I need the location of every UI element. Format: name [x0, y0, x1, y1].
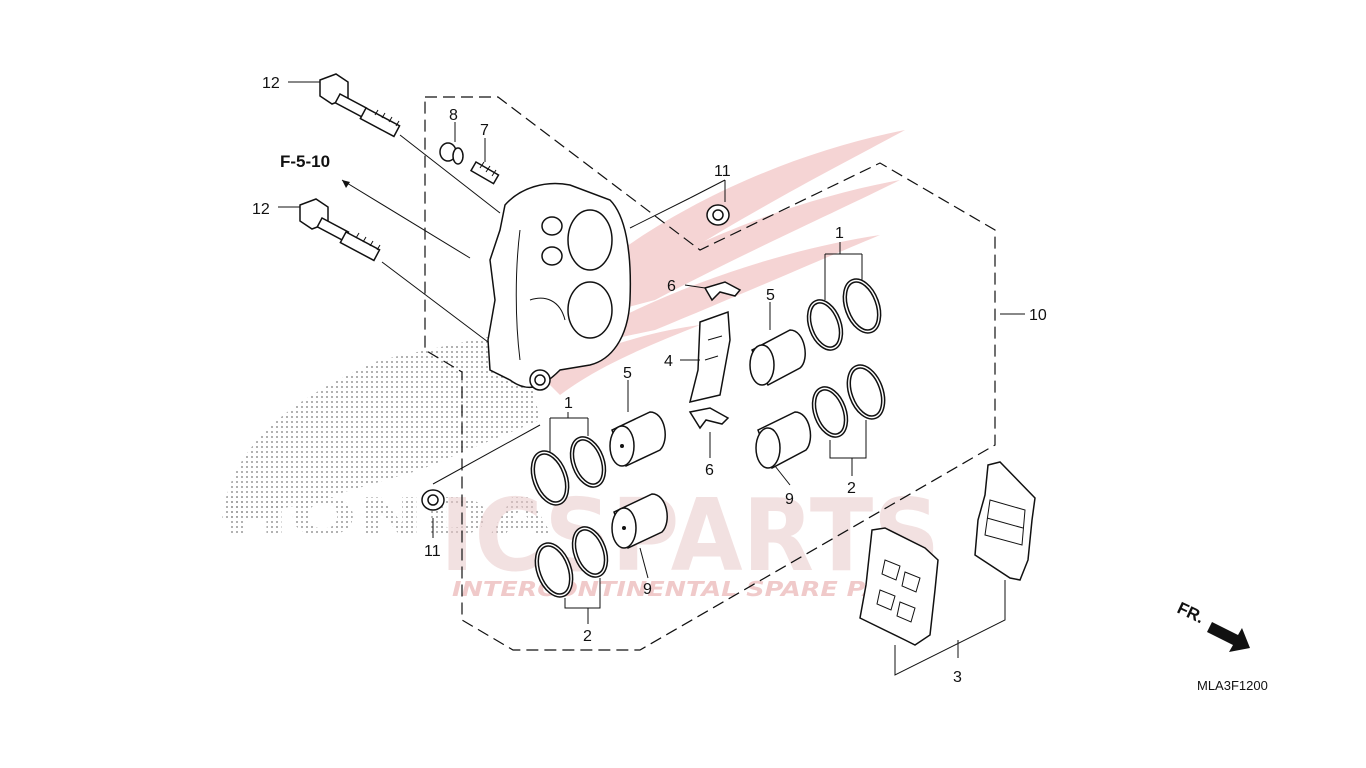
- callout-11-lower: 11: [424, 543, 441, 560]
- callout-11-upper: 11: [714, 163, 731, 180]
- piston-lower-right: [755, 411, 812, 470]
- pad-spring: [688, 310, 731, 404]
- piston-seals-left-lower: [534, 526, 609, 598]
- honda-wing-stipple: [222, 330, 540, 520]
- callout-1-left: 1: [564, 395, 573, 412]
- callout-12-lower: 12: [252, 201, 270, 218]
- callout-6-lower: 6: [705, 462, 714, 479]
- piston-lower-left: [611, 493, 668, 550]
- pad-clip-lower: [688, 407, 730, 430]
- caliper-body: [487, 182, 632, 391]
- diagram-code: MLA3F1200: [1197, 678, 1268, 693]
- piston-upper-left: [609, 411, 666, 468]
- callout-9-right: 9: [785, 491, 794, 508]
- callout-4: 4: [664, 353, 673, 370]
- callout-10: 10: [1029, 307, 1047, 324]
- callout-1-right: 1: [835, 225, 844, 242]
- callout-5-right: 5: [766, 287, 775, 304]
- leader-lines: [278, 81, 1025, 676]
- watermark: HONDA ICSPARTS INTERCONTINENTAL SPARE PA…: [222, 130, 940, 601]
- bleeder-valve: [469, 160, 500, 185]
- bolt-upper: [319, 73, 401, 138]
- front-direction-label: FR.: [1174, 598, 1207, 627]
- seal-lower: [421, 489, 445, 511]
- callout-2-left: 2: [583, 628, 592, 645]
- watermark-logo: ICSPARTS: [440, 477, 940, 594]
- bolt-lower: [299, 198, 381, 262]
- seal-upper: [706, 204, 730, 226]
- piston-seals-left-upper: [530, 436, 607, 506]
- watermark-tagline: INTERCONTINENTAL SPARE PARTS: [452, 577, 937, 601]
- watermark-brand: HONDA: [222, 488, 552, 548]
- pad-clip-upper: [703, 281, 742, 302]
- callout-9-left: 9: [643, 581, 652, 598]
- piston-seals-right-upper: [806, 278, 882, 351]
- callout-6-upper: 6: [667, 278, 676, 295]
- piston-seals-right-lower: [811, 364, 886, 438]
- bleeder-cap: [439, 142, 464, 165]
- callout-2-right: 2: [847, 480, 856, 497]
- front-direction-arrow: [1207, 622, 1250, 652]
- callout-5-left: 5: [623, 365, 632, 382]
- callout-3: 3: [953, 669, 962, 686]
- callout-8: 8: [449, 107, 458, 124]
- front-direction-marker: FR.: [1174, 598, 1250, 652]
- piston-upper-right: [749, 329, 806, 387]
- callouts: 12 12 8 7 11 11 6 6 4 5 5 1 1 2 2 9 9 10…: [252, 75, 1047, 686]
- reference-label: F-5-10: [280, 152, 330, 171]
- callout-12-upper: 12: [262, 75, 280, 92]
- brake-pad-front: [859, 527, 939, 646]
- brake-pad-rear: [974, 461, 1036, 581]
- callout-7: 7: [480, 122, 489, 139]
